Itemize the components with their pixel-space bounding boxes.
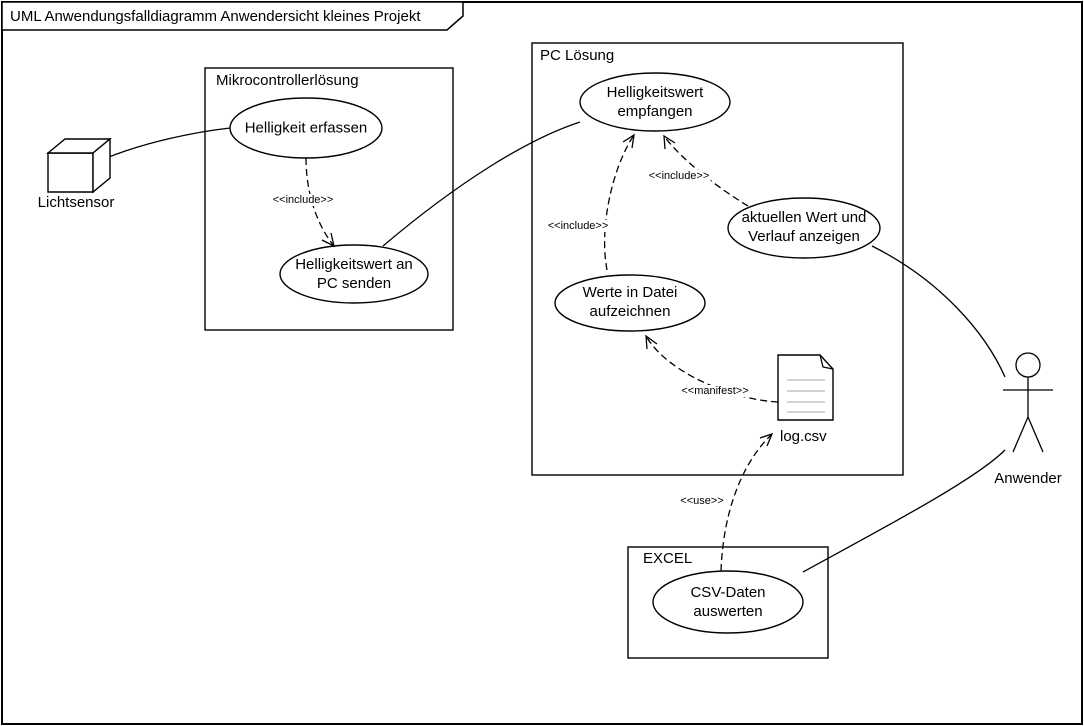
dashed-line [645,335,779,403]
document-fold-corner [819,354,834,370]
usecase-label-line: Werte in Datei [582,284,678,301]
actor-body [1003,377,1053,453]
frame-title-tab [1,1,464,31]
lichtsensor-node[interactable] [46,137,112,194]
edge-pc-senden-empfangen[interactable] [382,121,581,247]
stereotype-include-mikrocontroller: <<include>> [271,194,335,206]
package-label-mikrocontrollerloesung: Mikrocontrollerlösung [216,72,359,89]
stereotype-include-anzeigen: <<include>> [647,170,711,182]
dashed-line [604,134,635,271]
usecase-label-line: PC senden [316,275,392,292]
package-label-pc-loesung: PC Lösung [540,47,615,64]
edge-anzeigen-anwender[interactable] [871,245,1006,378]
cube-side-face [92,137,111,194]
usecase-label-line: aktuellen Wert und [741,209,867,226]
diagram-title: UML Anwendungsfalldiagramm Anwendersicht… [10,8,421,25]
usecase-label-line: Helligkeit erfassen [244,119,368,137]
dashed-line [720,433,773,572]
open-arrowhead-icon [622,133,635,149]
usecase-label-line: empfangen [617,103,693,120]
usecase-csv-daten-auswerten[interactable] [652,570,804,634]
edge-include-aufzeichnen-empfangen[interactable] [604,133,635,271]
usecase-helligkeitswert-an-pc-senden[interactable] [279,244,429,304]
log-csv-artifact[interactable] [777,354,834,421]
usecase-label-helligkeitswert-an-pc-senden: Helligkeitswert an PC senden [295,255,413,293]
document-outline [777,354,834,421]
stereotype-use: <<use>> [679,495,725,507]
usecase-label-line: aufzeichnen [589,303,671,320]
stereotype-manifest: <<manifest>> [680,385,750,397]
edge-manifest-logcsv-aufzeichnen[interactable] [645,334,779,403]
usecase-label-helligkeitswert-empfangen: Helligkeitswert empfangen [607,83,704,121]
actor-head [1015,352,1041,378]
cube-front-face [47,152,94,193]
anwender-label: Anwender [994,470,1062,487]
usecase-werte-in-datei-aufzeichnen[interactable] [554,274,706,332]
usecase-label-line: Verlauf anzeigen [748,228,860,245]
edge-lichtsensor-helligkeit-erfassen[interactable] [103,127,231,160]
usecase-label-csv-daten-auswerten: CSV-Daten auswerten [690,583,765,621]
edge-use-auswerten-logcsv[interactable] [720,432,774,572]
log-csv-label: log.csv [780,428,827,445]
usecase-label-aktuellen-wert-verlauf-anzeigen: aktuellen Wert und Verlauf anzeigen [742,208,867,246]
edge-anwender-csv-auswerten[interactable] [802,449,1006,573]
usecase-label-line: CSV-Daten [690,584,766,601]
package-mikrocontrollerloesung[interactable] [204,67,454,331]
usecase-label-line: Helligkeitswert an [295,256,413,273]
open-arrowhead-icon [645,334,658,350]
usecase-label-werte-in-datei-aufzeichnen: Werte in Datei aufzeichnen [583,283,678,321]
usecase-label-helligkeit-erfassen: Helligkeit erfassen [245,119,368,138]
package-excel[interactable] [627,546,829,659]
document-text-lines [787,379,825,413]
package-label-excel: EXCEL [643,550,693,567]
lichtsensor-label: Lichtsensor [37,194,115,211]
open-arrowhead-icon [759,432,774,447]
package-pc-loesung[interactable] [531,42,904,476]
usecase-label-line: auswerten [693,603,763,620]
stereotype-include-aufzeichnen: <<include>> [546,220,610,232]
open-arrowhead-icon [321,232,335,248]
usecase-aktuellen-wert-verlauf-anzeigen[interactable] [727,197,881,259]
usecase-helligkeitswert-empfangen[interactable] [579,72,731,132]
anwender-actor[interactable] [1003,352,1053,453]
usecase-label-line: Helligkeitswert [606,84,704,101]
open-arrowhead-icon [663,134,676,150]
